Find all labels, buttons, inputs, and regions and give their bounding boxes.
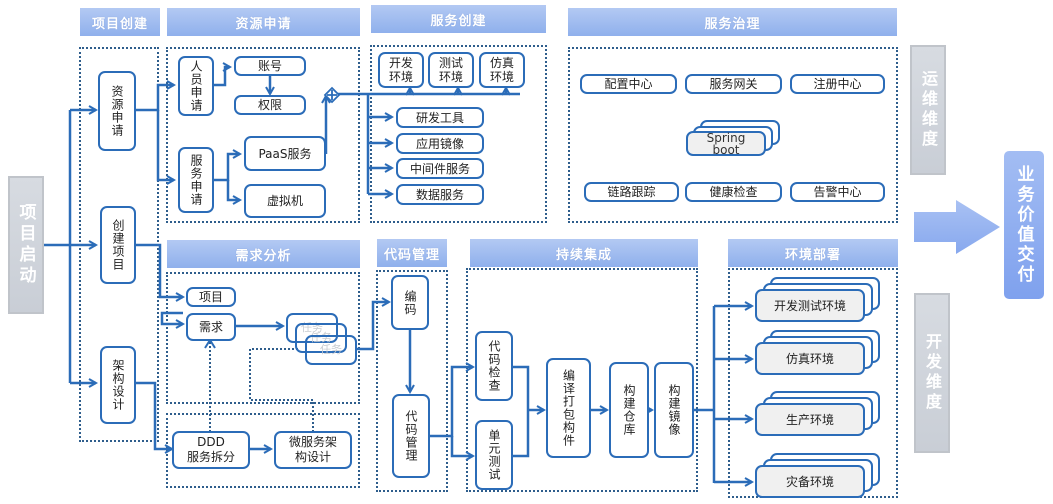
node-project[interactable]: 项目 <box>186 287 236 307</box>
node-personnel-request[interactable]: 人员申请 <box>178 56 214 116</box>
ddd-line1: DDD <box>197 435 225 449</box>
node-compile-package[interactable]: 编译打包构件 <box>546 358 591 458</box>
spring-boot-line2: boot <box>712 142 740 157</box>
ddd-line2: 服务拆分 <box>186 450 235 464</box>
node-env-sim[interactable]: 仿真环境 <box>479 52 525 88</box>
container-service-governance <box>568 47 898 223</box>
header-resource-request: 资源申请 <box>167 8 360 36</box>
node-alert-center[interactable]: 告警中心 <box>790 182 885 202</box>
node-resource-request[interactable]: 资源申请 <box>98 71 136 151</box>
delivery-arrow-icon <box>914 200 1000 254</box>
node-paas-service[interactable]: PaaS服务 <box>244 136 326 171</box>
node-code-management[interactable]: 代码管理 <box>392 394 430 478</box>
node-coding[interactable]: 编码 <box>391 275 429 330</box>
spring-boot-line1: Spring <box>706 130 746 145</box>
env-disaster-recovery[interactable]: 灾备环境 <box>755 465 865 498</box>
header-project-creation: 项目创建 <box>80 8 160 36</box>
header-environment-deployment: 环境部署 <box>728 239 898 267</box>
project-start-block: 项目启动 <box>8 176 44 314</box>
node-app-image[interactable]: 应用镜像 <box>396 133 484 154</box>
node-trace[interactable]: 链路跟踪 <box>584 182 679 202</box>
header-requirement-analysis: 需求分析 <box>167 240 360 268</box>
node-ddd-split[interactable]: DDD 服务拆分 <box>172 431 250 469</box>
node-service-gateway[interactable]: 服务网关 <box>685 74 782 94</box>
node-microservice-design[interactable]: 微服务架 构设计 <box>274 431 352 469</box>
header-service-creation: 服务创建 <box>371 5 546 33</box>
node-account[interactable]: 账号 <box>234 56 306 76</box>
node-task-3[interactable]: 任务 <box>305 335 357 365</box>
node-virtual-machine[interactable]: 虚拟机 <box>244 184 326 218</box>
node-build-image[interactable]: 构建镜像 <box>654 362 694 458</box>
node-task-2[interactable]: 任务 <box>295 323 347 353</box>
micro-line1: 微服务架 <box>288 435 337 449</box>
header-service-governance: 服务治理 <box>568 8 897 36</box>
node-dev-tools[interactable]: 研发工具 <box>396 107 484 128</box>
ops-dimension-label: 运维维度 <box>910 45 946 175</box>
node-spring-boot[interactable]: Spring boot <box>686 131 766 156</box>
node-data-service[interactable]: 数据服务 <box>396 184 484 205</box>
node-permission[interactable]: 权限 <box>234 95 306 115</box>
node-registry[interactable]: 注册中心 <box>790 74 885 94</box>
container-service-creation <box>370 45 547 223</box>
dev-dimension-label: 开发维度 <box>914 293 950 453</box>
micro-line2: 构设计 <box>294 450 331 464</box>
node-architecture-design[interactable]: 架构设计 <box>100 346 136 424</box>
node-service-request[interactable]: 服务申请 <box>178 147 214 213</box>
env-production[interactable]: 生产环境 <box>755 403 865 436</box>
env-simulation[interactable]: 仿真环境 <box>755 342 865 375</box>
header-code-management: 代码管理 <box>377 239 447 267</box>
node-unit-test[interactable]: 单元测试 <box>475 420 513 490</box>
node-env-test[interactable]: 测试环境 <box>428 52 474 88</box>
node-middleware[interactable]: 中间件服务 <box>396 158 484 179</box>
node-config-center[interactable]: 配置中心 <box>580 74 677 94</box>
node-build-repository[interactable]: 构建仓库 <box>609 362 649 458</box>
node-health-check[interactable]: 健康检查 <box>685 182 782 202</box>
node-env-dev[interactable]: 开发环境 <box>378 52 424 88</box>
header-continuous-integration: 持续集成 <box>470 239 698 267</box>
node-code-check[interactable]: 代码检查 <box>475 331 513 401</box>
env-dev-test[interactable]: 开发测试环境 <box>755 289 865 322</box>
business-value-delivery: 业务价值交付 <box>1004 151 1044 299</box>
node-create-project[interactable]: 创建项目 <box>100 206 136 284</box>
node-requirement[interactable]: 需求 <box>186 313 236 341</box>
